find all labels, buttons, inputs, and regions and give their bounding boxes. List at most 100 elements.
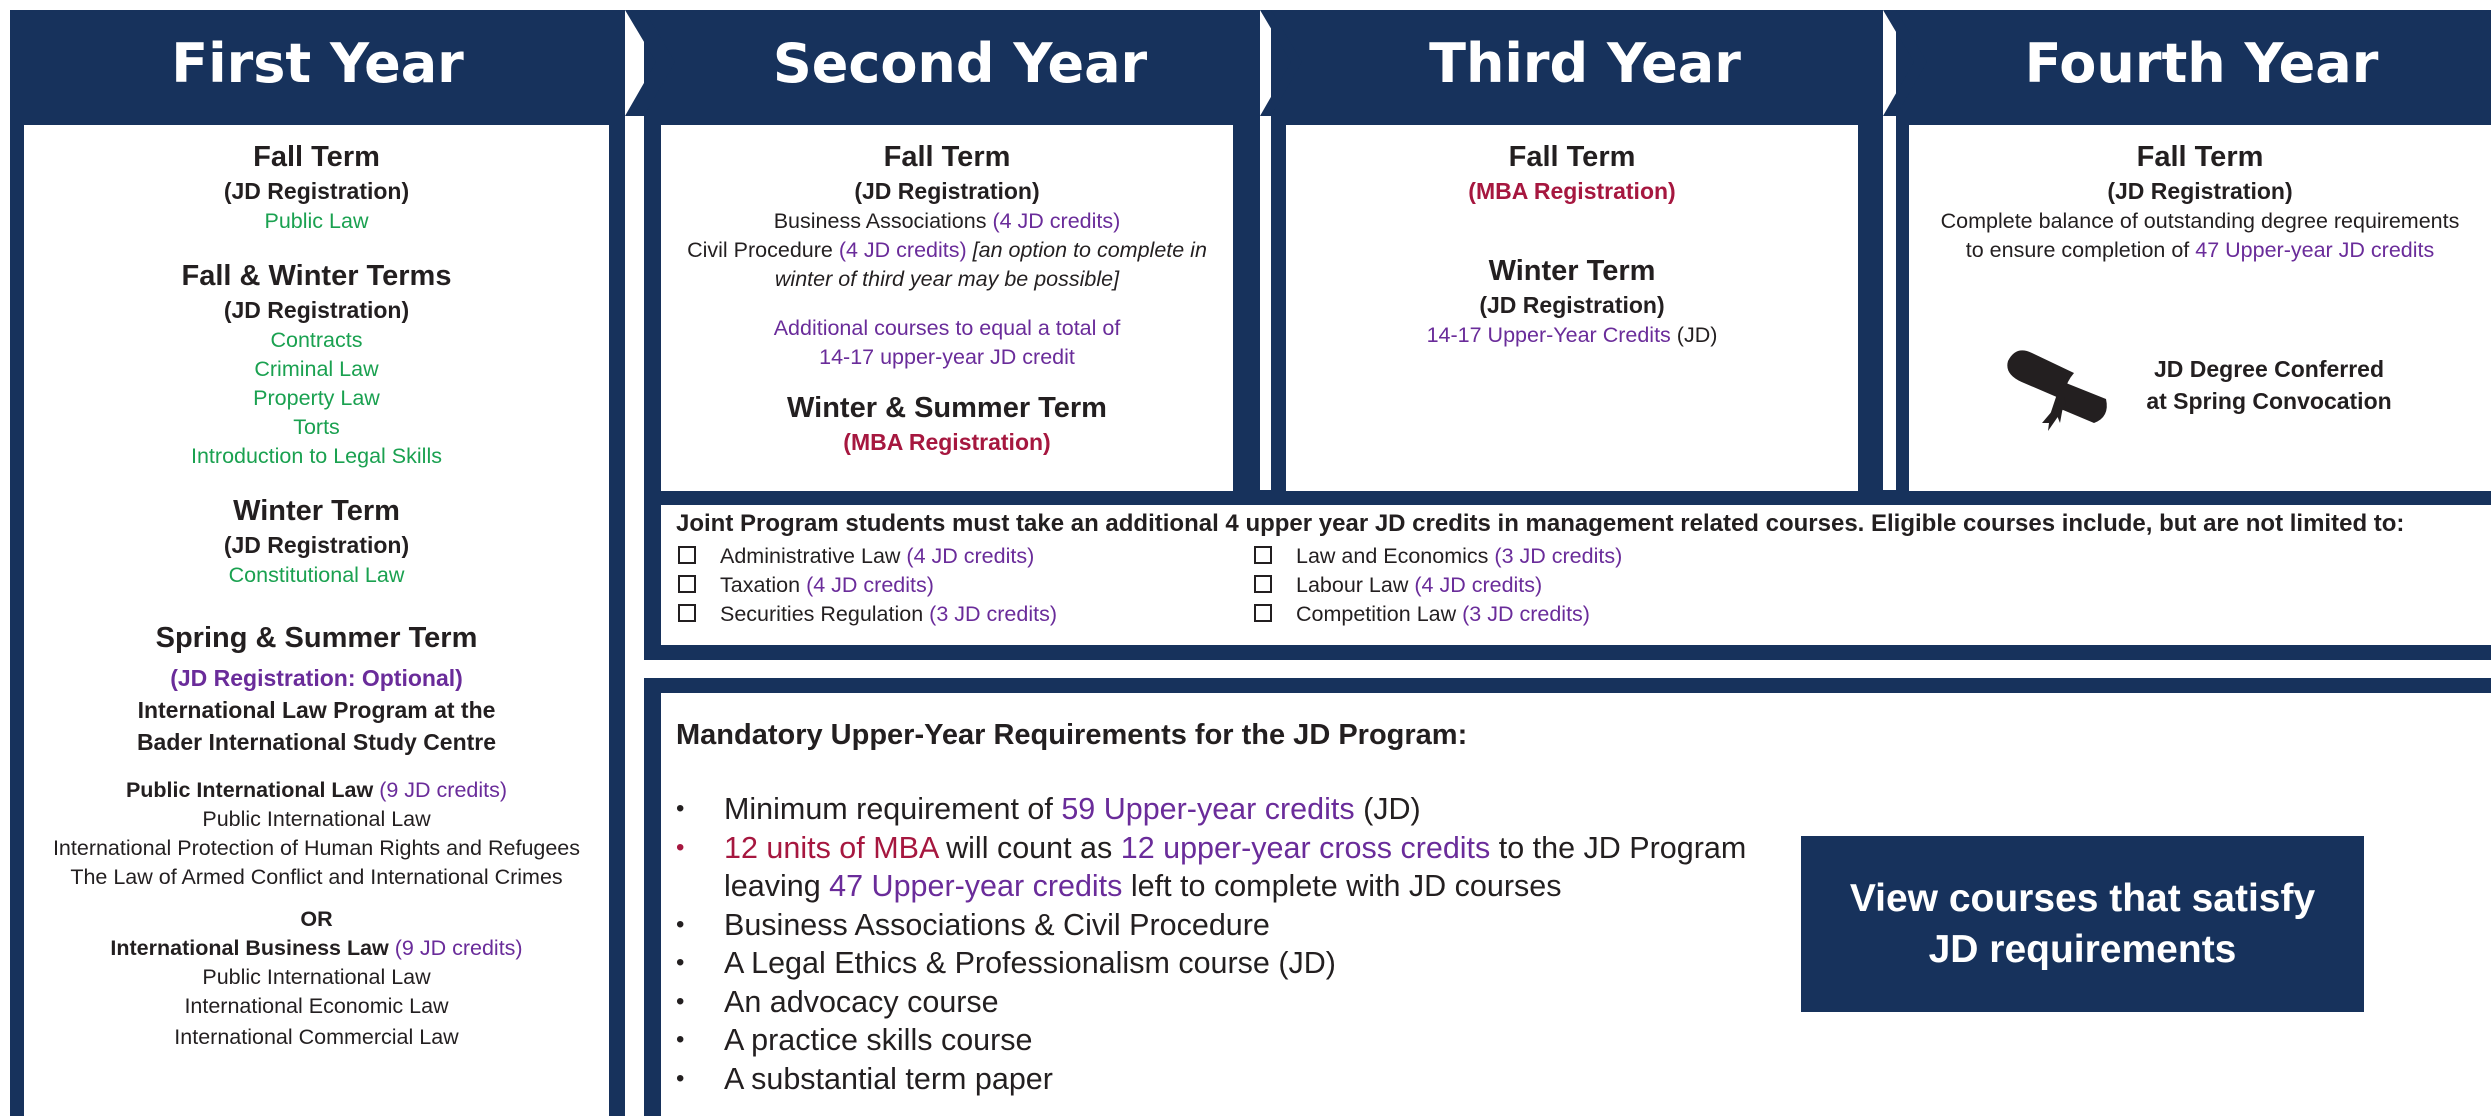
bullet-icon: • — [676, 795, 685, 822]
mandatory-item: • An advocacy course — [676, 983, 1746, 1022]
req2-mid: will count as — [946, 830, 1113, 865]
mandatory-item-text: A substantial term paper — [724, 1061, 1053, 1096]
y1-ibl-title-line: International Business Law (9 JD credits… — [24, 934, 609, 963]
y1-spring-summer-heading: Spring & Summer Term — [155, 622, 478, 654]
req2-mba: 12 units of MBA — [724, 830, 938, 865]
y4-balance-pre: to ensure completion of — [1965, 238, 2190, 262]
joint-course-credits: (4 JD credits) — [806, 573, 934, 597]
mandatory-item-text: A Legal Ethics & Professionalism course … — [724, 946, 1336, 980]
joint-course-item: Law and Economics (3 JD credits) — [1254, 542, 1622, 571]
header-fourth-year: Fourth Year — [2024, 32, 2379, 95]
y3-winter-term-heading: Winter Term — [1488, 255, 1656, 287]
chevron-3-4 — [1883, 10, 1927, 116]
req1-pre: Minimum requirement of — [724, 792, 1053, 826]
req1-credits: 59 Upper-year credits — [1061, 792, 1355, 826]
y1-pil-course: The Law of Armed Conflict and Internatio… — [70, 865, 563, 889]
joint-course-credits: (3 JD credits) — [1462, 602, 1590, 626]
checkbox-icon — [1254, 546, 1272, 565]
view-courses-line2: JD requirements — [1928, 928, 2237, 971]
second-year-panel: Fall Term (JD Registration) Business Ass… — [661, 125, 1233, 491]
mandatory-item: • A practice skills course — [676, 1021, 1746, 1060]
y1-fall-winter-heading: Fall & Winter Terms — [181, 260, 452, 292]
header-second-year: Second Year — [772, 32, 1148, 95]
y2-winter-summer-registration: (MBA Registration) — [843, 429, 1051, 455]
y2-fall-registration: (JD Registration) — [854, 178, 1040, 204]
y1-course-property-law: Property Law — [253, 386, 380, 410]
y1-ibl-credits: (9 JD credits) — [394, 936, 523, 960]
y4-fall-registration: (JD Registration) — [2107, 178, 2293, 204]
third-year-panel: Fall Term (MBA Registration) Winter Term… — [1286, 125, 1858, 491]
mandatory-item-text: A practice skills course — [724, 1023, 1033, 1057]
joint-course-item: Administrative Law (4 JD credits) — [678, 542, 1034, 571]
y1-or-divider: OR — [300, 907, 333, 931]
y1-pil-title-line: Public International Law (9 JD credits) — [24, 776, 609, 805]
y4-conferred-line1: JD Degree Conferred — [2153, 356, 2385, 382]
req1-post: (JD) — [1363, 792, 1421, 826]
y1-pil-title: Public International Law — [125, 778, 374, 802]
req2-cross-credits: 12 upper-year cross credits — [1120, 830, 1491, 865]
y1-fall-term-heading: Fall Term — [253, 141, 380, 173]
req2b-pre: leaving — [724, 869, 821, 903]
mandatory-item: • Minimum requirement of 59 Upper-year c… — [676, 790, 1746, 829]
y1-pil-course: Public International Law — [202, 807, 431, 831]
y2-ba-credits: (4 JD credits) — [992, 209, 1121, 233]
y1-pil-credits: (9 JD credits) — [379, 778, 508, 802]
bullet-icon: • — [676, 833, 685, 861]
y1-ibl-course: Public International Law — [202, 965, 431, 989]
y3-winter-credits: 14-17 Upper-Year Credits — [1426, 323, 1671, 347]
chevron-1-2 — [625, 10, 675, 116]
mandatory-item: • 12 units of MBA will count as 12 upper… — [676, 829, 1746, 868]
joint-program-panel: Joint Program students must take an addi… — [661, 505, 2491, 645]
first-year-panel: Fall Term (JD Registration) Public Law F… — [24, 125, 609, 1116]
mandatory-item: • A substantial term paper — [676, 1060, 1746, 1099]
checkbox-icon — [1254, 575, 1272, 594]
checkbox-icon — [678, 604, 696, 623]
y3-winter-registration: (JD Registration) — [1479, 292, 1665, 318]
y1-spring-summer-registration: (JD Registration: Optional) — [170, 665, 463, 691]
bullet-icon: • — [676, 910, 685, 938]
view-courses-line1: View courses that satisfy — [1849, 877, 2316, 920]
joint-course-name: Competition Law — [1296, 602, 1457, 626]
chevron-separators — [625, 10, 1927, 116]
y2-additional-line1: Additional courses to equal a total of — [773, 316, 1121, 340]
diploma-scroll-icon — [2007, 350, 2107, 431]
y1-winter-registration: (JD Registration) — [223, 532, 410, 558]
y2-fall-term-heading: Fall Term — [883, 141, 1011, 173]
y2-cp-credits: (4 JD credits) — [838, 238, 967, 262]
y2-cp-note: [an option to complete in — [972, 238, 1207, 262]
y2-cp-line: Civil Procedure (4 JD credits) [an optio… — [661, 236, 1233, 265]
y1-fall-winter-registration: (JD Registration) — [223, 297, 410, 323]
view-courses-button[interactable]: View courses that satisfy JD requirement… — [1801, 836, 2364, 1012]
joint-course-credits: (3 JD credits) — [1494, 544, 1623, 568]
joint-course-name: Administrative Law — [720, 544, 901, 568]
y1-course-legal-skills: Introduction to Legal Skills — [191, 444, 442, 468]
req2b-credits: 47 Upper-year credits — [829, 869, 1123, 903]
joint-course-name: Law and Economics — [1296, 544, 1489, 568]
mandatory-list: • Minimum requirement of 59 Upper-year c… — [676, 790, 1746, 1098]
req2-post: to the JD Program — [1498, 830, 1747, 865]
bullet-icon: • — [676, 949, 685, 976]
mandatory-item-text: An advocacy course — [724, 984, 999, 1019]
joint-course-credits: (4 JD credits) — [1414, 573, 1543, 597]
y2-cp-course: Civil Procedure — [687, 238, 833, 262]
checkbox-icon — [678, 546, 696, 565]
header-third-year: Third Year — [1429, 32, 1741, 95]
joint-course-item: Labour Law (4 JD credits) — [1254, 571, 1542, 600]
y2-winter-summer-heading: Winter & Summer Term — [787, 392, 1107, 424]
joint-course-item: Securities Regulation (3 JD credits) — [678, 600, 1057, 629]
y1-course-criminal-law: Criminal Law — [254, 357, 379, 381]
bullet-icon: • — [676, 1064, 685, 1092]
y1-pil-course: International Protection of Human Rights… — [52, 836, 581, 860]
joint-course-name: Securities Regulation — [720, 602, 924, 626]
chevron-2-3 — [1260, 10, 1302, 116]
y2-ba-course: Business Associations — [773, 209, 987, 233]
y1-winter-course: Constitutional Law — [228, 563, 405, 587]
y4-fall-term-heading: Fall Term — [2136, 141, 2264, 173]
y4-balance-credits: 47 Upper-year JD credits — [2195, 238, 2435, 262]
mandatory-item-continued: leaving 47 Upper-year credits left to co… — [676, 867, 1746, 906]
y1-fall-course: Public Law — [264, 209, 369, 233]
mandatory-item: • A Legal Ethics & Professionalism cours… — [676, 944, 1746, 983]
mandatory-item: • Business Associations & Civil Procedur… — [676, 906, 1746, 945]
y1-course-contracts: Contracts — [270, 328, 363, 352]
fourth-year-panel: Fall Term (JD Registration) Complete bal… — [1909, 125, 2491, 491]
